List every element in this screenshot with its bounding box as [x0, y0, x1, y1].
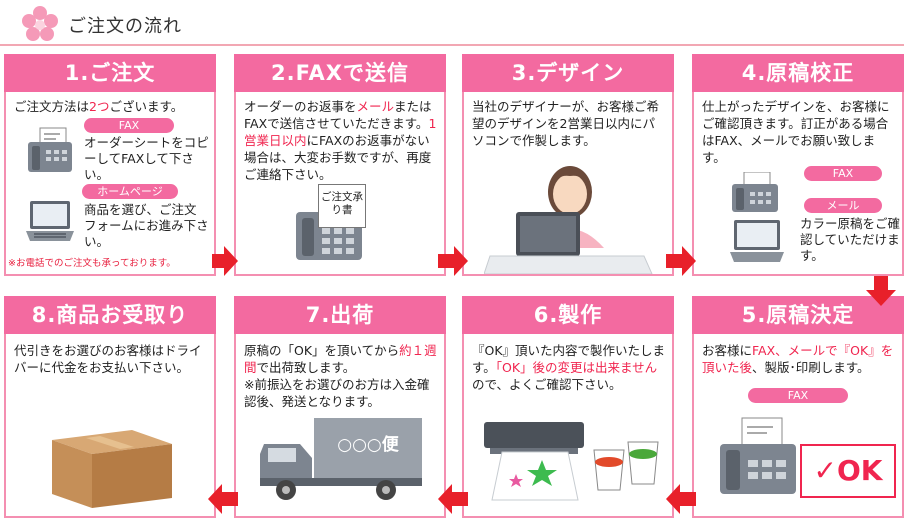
laptop-icon: [26, 201, 74, 241]
step-text: 当社のデザイナーが、お客様ご希望のデザインを2営業日以内にパソコンで作製します。: [472, 99, 660, 148]
fax-pill: FAX: [748, 388, 848, 403]
arrow-right-icon: [212, 246, 238, 276]
intro-highlight: 2つ: [89, 99, 110, 114]
intro-text-end: ございます。: [109, 99, 184, 114]
designer-illustration: [484, 166, 653, 274]
header-divider: [0, 44, 904, 46]
step-text: 『OK』頂いた内容で製作いたします。「OK」後の変更は出来ませんので、よくご確認…: [472, 343, 666, 392]
flower-icon: [22, 6, 58, 41]
step-card-fax-send: 2.FAXで送信 オーダーのお返事をメールまたはFAXで送信させていただきます。…: [234, 54, 446, 276]
step-card-design: 3.デザイン 当社のデザイナーが、お客様ご希望のデザインを2営業日以内にパソコン…: [462, 54, 674, 276]
fax-machine-icon: [28, 127, 72, 172]
arrow-right-icon: [438, 246, 468, 276]
step-intro: ご注文方法は2つございます。: [14, 98, 208, 115]
delivery-truck-icon: [260, 418, 422, 500]
step-title: 1.ご注文: [4, 54, 216, 92]
step-text: 代引きをお選びのお客様はドライバーに代金をお支払い下さい。: [14, 343, 202, 375]
page-header: ご注文の流れ: [0, 0, 904, 46]
printer-illustration: [484, 422, 659, 501]
ok-stamp: ✓OK: [800, 444, 896, 498]
step-title: 7.出荷: [234, 296, 446, 334]
fax-instructions: オーダーシートをコピーしてFAXして下さい。: [84, 135, 209, 182]
laptop-icon: [730, 220, 784, 262]
step-text: 原稿の「OK」を頂いてから約１週間で出荷致します。 ※前振込をお選びのお方は入金…: [244, 343, 437, 409]
fax-pill: FAX: [84, 118, 174, 133]
step-title: 6.製作: [462, 296, 674, 334]
step-card-receive: 8.商品お受取り 代引きをお選びのお客様はドライバーに代金をお支払い下さい。: [4, 296, 216, 518]
arrow-down-icon: [866, 276, 896, 306]
fax-machine-icon: [720, 417, 796, 494]
fax-machine-icon: [732, 172, 778, 212]
web-instructions: 商品を選び、ご注文 フォームにお進み下さい。: [84, 202, 209, 249]
step-title: 8.商品お受取り: [4, 296, 216, 334]
arrow-left-icon: [438, 484, 468, 514]
page-title: ご注文の流れ: [68, 16, 182, 37]
step-text: オーダーのお返事をメールまたはFAXで送信させていただきます。1営業日以内にFA…: [244, 99, 437, 182]
step-text: お客様にFAX、メールで『OK』を頂いた後、製版･印刷します。: [702, 343, 894, 375]
arrow-left-icon: [666, 484, 696, 514]
truck-label: ○○○便: [337, 435, 399, 455]
mail-text: カラー原稿をご確認していただけます。: [800, 216, 901, 263]
step-title: 5.原稿決定: [692, 296, 904, 334]
homepage-pill: ホームページ: [82, 184, 178, 199]
arrow-right-icon: [666, 246, 696, 276]
step-title: 4.原稿校正: [692, 54, 904, 92]
mail-pill: メール: [804, 198, 882, 213]
order-confirmation-paper: ご注文承り書: [318, 184, 366, 228]
step-card-production: 6.製作 『OK』頂いた内容で製作いたします。「OK」後の変更は出来ませんので、…: [462, 296, 674, 518]
intro-text: ご注文方法は: [14, 99, 90, 114]
step-card-order: 1.ご注文 ご注文方法は2つございます。 FAX オーダーシートをコピーしてFA…: [4, 54, 216, 276]
step-card-proof: 4.原稿校正 仕上がったデザインを、お客様にご確認頂きます。訂正がある場合はFA…: [692, 54, 904, 276]
step-title: 2.FAXで送信: [234, 54, 446, 92]
phone-note: ※お電話でのご注文も承っております。: [8, 258, 176, 269]
arrow-left-icon: [208, 484, 238, 514]
step-text: 仕上がったデザインを、お客様にご確認頂きます。訂正がある場合はFAX、メールでお…: [702, 99, 890, 165]
step-card-shipping: 7.出荷 原稿の「OK」を頂いてから約１週間で出荷致します。 ※前振込をお選びの…: [234, 296, 446, 518]
cardboard-box-icon: [52, 430, 172, 508]
step-card-approved: 5.原稿決定 お客様にFAX、メールで『OK』を頂いた後、製版･印刷します。 F…: [692, 296, 904, 518]
fax-pill: FAX: [804, 166, 882, 181]
step-title: 3.デザイン: [462, 54, 674, 92]
